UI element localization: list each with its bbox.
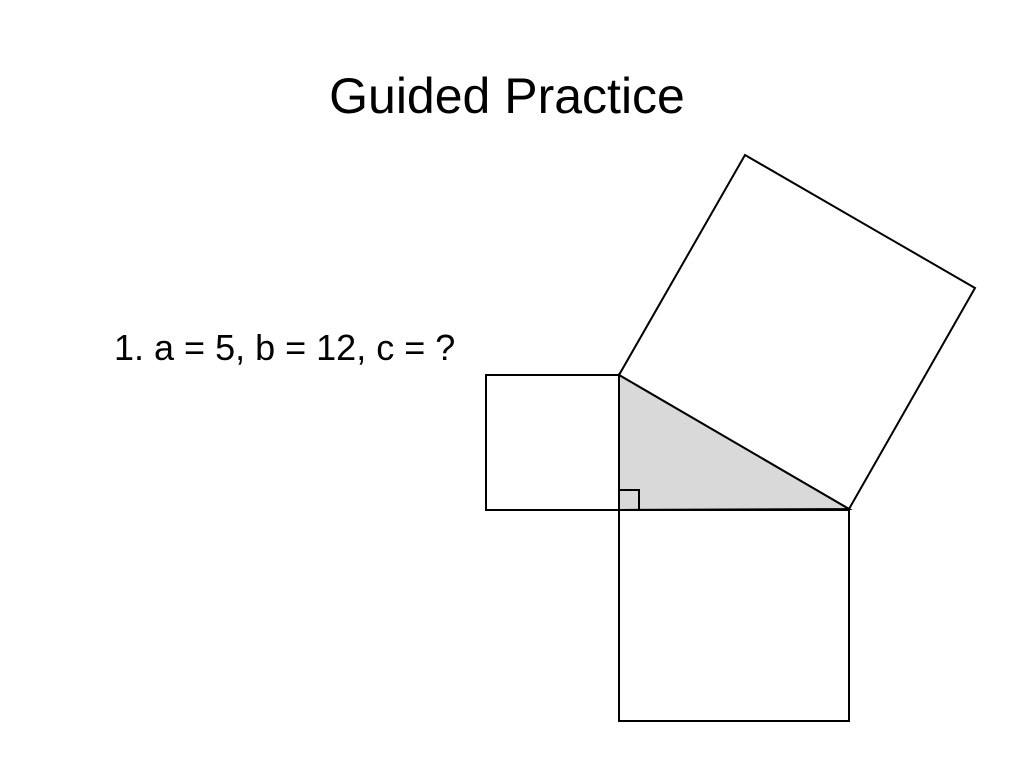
right-angle-marker	[618, 489, 640, 511]
leg-a-square	[485, 374, 620, 511]
slide-title: Guided Practice	[329, 68, 685, 124]
problem-text: 1. a = 5, b = 12, c = ?	[114, 327, 456, 368]
right-triangle	[618, 373, 853, 512]
leg-b-square	[618, 509, 850, 722]
